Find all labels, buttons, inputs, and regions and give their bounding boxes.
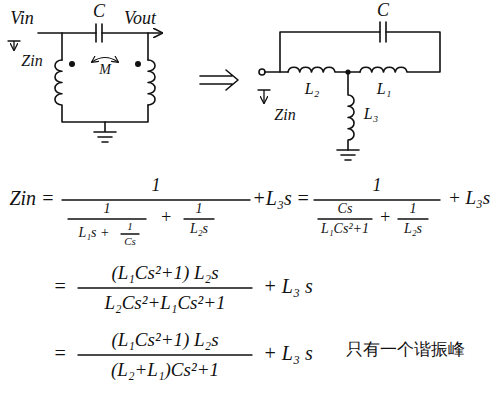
fraction-bar (314, 199, 440, 200)
impedance-arrow (258, 90, 270, 103)
equation-term: Cs (338, 201, 353, 217)
junction-dot (346, 70, 350, 74)
equation-term: 1 (410, 201, 417, 217)
fraction-bar (78, 287, 252, 288)
fraction-bars (62, 200, 440, 355)
wire (38, 32, 96, 34)
equation-term: 1 (196, 201, 203, 217)
part-name: C (93, 1, 105, 22)
capacitor-symbol (380, 22, 386, 42)
inductor-symbol (348, 72, 354, 150)
t-equivalent-circuit (258, 22, 440, 160)
equation-term: (L₁Cs²+1) L₂s (111, 262, 218, 284)
output-wire (102, 32, 162, 34)
equation-term: = (296, 187, 310, 210)
note: 只有一个谐振峰 (346, 340, 465, 360)
terminal (259, 69, 265, 75)
signal-name: Vin (10, 8, 34, 29)
signal-name: Zin (274, 106, 295, 124)
equation-term: + L₃s (448, 187, 490, 209)
equation-term: + L₃ s (263, 342, 312, 365)
equation-term: 1 (127, 220, 133, 233)
fraction-bar (78, 354, 252, 355)
inductor-symbol (148, 60, 155, 105)
part-name: L₁ (377, 80, 391, 98)
fraction-bar (398, 218, 428, 219)
part-name: L₂ (305, 80, 319, 98)
wire (147, 33, 149, 60)
ground-symbol (337, 150, 359, 160)
equation-term: 1 (373, 175, 382, 196)
equation-term: Cs (124, 235, 136, 248)
fraction-bar (68, 218, 146, 219)
ground-symbol (94, 122, 116, 142)
equation-term: (L₂+L₁)Cs²+1 (111, 359, 219, 381)
equation-term: + (379, 207, 391, 228)
capacitor-symbol (96, 24, 102, 42)
coupling-arrow (92, 58, 118, 63)
wire (265, 71, 288, 73)
wire (61, 33, 63, 60)
equation-term: = (53, 275, 67, 298)
equation-term: L₂s (404, 221, 422, 237)
fraction-bar (121, 233, 139, 234)
fraction-bar (184, 218, 214, 219)
signal-name: Vout (124, 8, 156, 29)
part-name: L₃ (364, 105, 378, 123)
impedance-arrow (8, 41, 20, 50)
equation-term: +L₃s (252, 187, 291, 210)
polarity-dot (70, 62, 74, 66)
equation-term: (L₁Cs²+1) L₂s (111, 329, 218, 351)
polarity-dot (136, 62, 140, 66)
fraction-bar (318, 218, 372, 219)
equation-term: + L₃ s (263, 275, 312, 298)
wire (280, 32, 380, 72)
equation-term: L₁Cs²+1 (321, 221, 369, 237)
inductor-symbol (55, 60, 148, 122)
equation-term: L₂s (190, 221, 208, 237)
part-name: M (99, 62, 111, 78)
equation-term: = (53, 342, 67, 365)
coupled-inductor-circuit (8, 24, 162, 142)
signal-name: Zin (21, 52, 42, 70)
equation-term: Zin = (9, 187, 54, 210)
equation-term: + (160, 207, 172, 228)
part-name: C (377, 0, 389, 21)
equation-term: 1 (152, 175, 161, 196)
implies-arrow (200, 70, 238, 90)
inductor-symbol (360, 32, 440, 72)
fraction-bar (62, 199, 250, 200)
equation-term: L₂Cs²+L₁Cs²+1 (104, 292, 225, 314)
equation-term: L₁s + (78, 225, 109, 241)
equation-term: 1 (104, 201, 111, 217)
